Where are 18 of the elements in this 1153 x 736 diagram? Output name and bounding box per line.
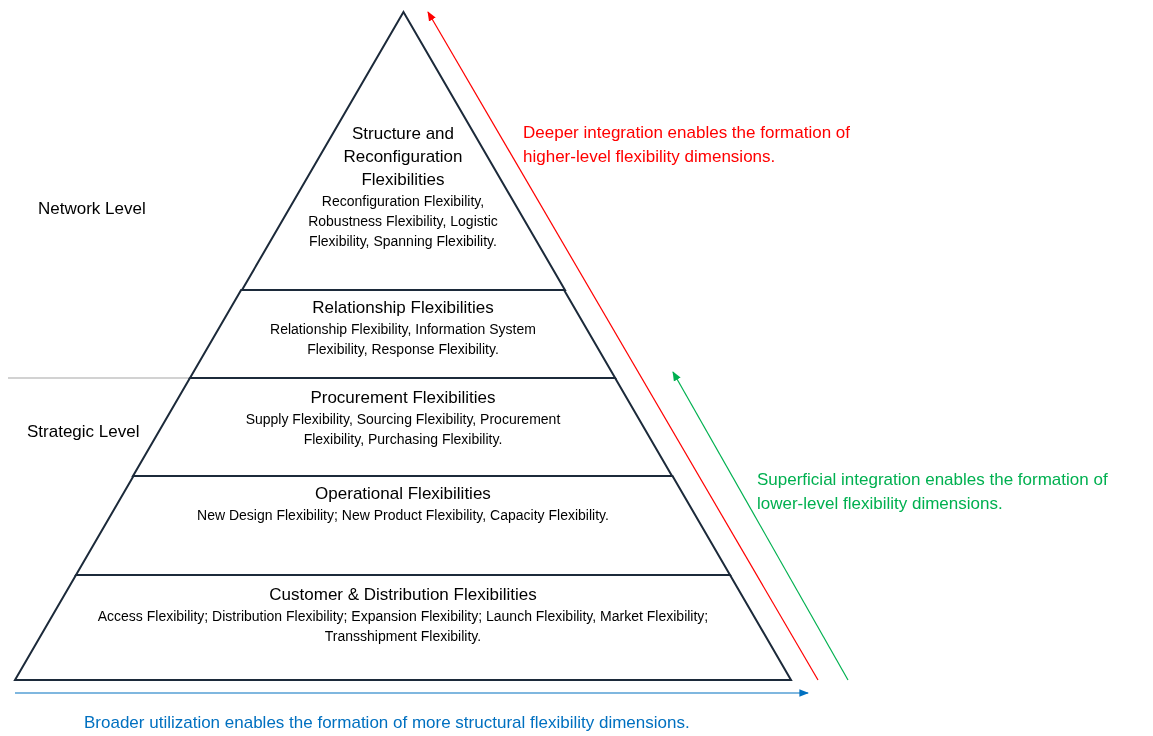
tier-description: New Design Flexibility; New Product Flexibility, Capacity Flexibility. xyxy=(196,506,610,525)
annotation-text: Superficial integration enables the formation of lower-level flexibility dimensions. xyxy=(757,469,1109,515)
annotation-text: Deeper integration enables the formation of higher-level flexibility dimensions. xyxy=(523,122,851,168)
pyramid-tier xyxy=(76,476,730,575)
level-label: Strategic Level xyxy=(27,421,140,443)
tier-description: Access Flexibility; Distribution Flexibility; Expansion Flexibility; Launch Flexibility, Market Flexibility; Transshipment Flexibility. xyxy=(96,607,710,646)
tier-heading: Customer & Distribution Flexibilities xyxy=(268,584,538,606)
pyramid-tier xyxy=(190,290,616,378)
tier-heading: Procurement Flexibilities xyxy=(309,387,497,409)
annotation-text: Broader utilization enables the formation of more structural flexibility dimensions. xyxy=(84,712,690,734)
tier-description: Supply Flexibility, Sourcing Flexibility, Procurement Flexibility, Purchasing Flexibility. xyxy=(244,410,562,449)
level-label: Network Level xyxy=(38,198,146,220)
tier-heading: Structure and Reconfiguration Flexibilities xyxy=(342,123,464,191)
pyramid-tier xyxy=(15,575,791,680)
tier-description: Relationship Flexibility, Information System Flexibility, Response Flexibility. xyxy=(269,320,537,359)
tier-heading: Relationship Flexibilities xyxy=(311,297,495,319)
tier-description: Reconfiguration Flexibility, Robustness Flexibility, Logistic Flexibility, Spanning Flexibility. xyxy=(307,192,499,251)
tier-heading: Operational Flexibilities xyxy=(314,483,492,505)
